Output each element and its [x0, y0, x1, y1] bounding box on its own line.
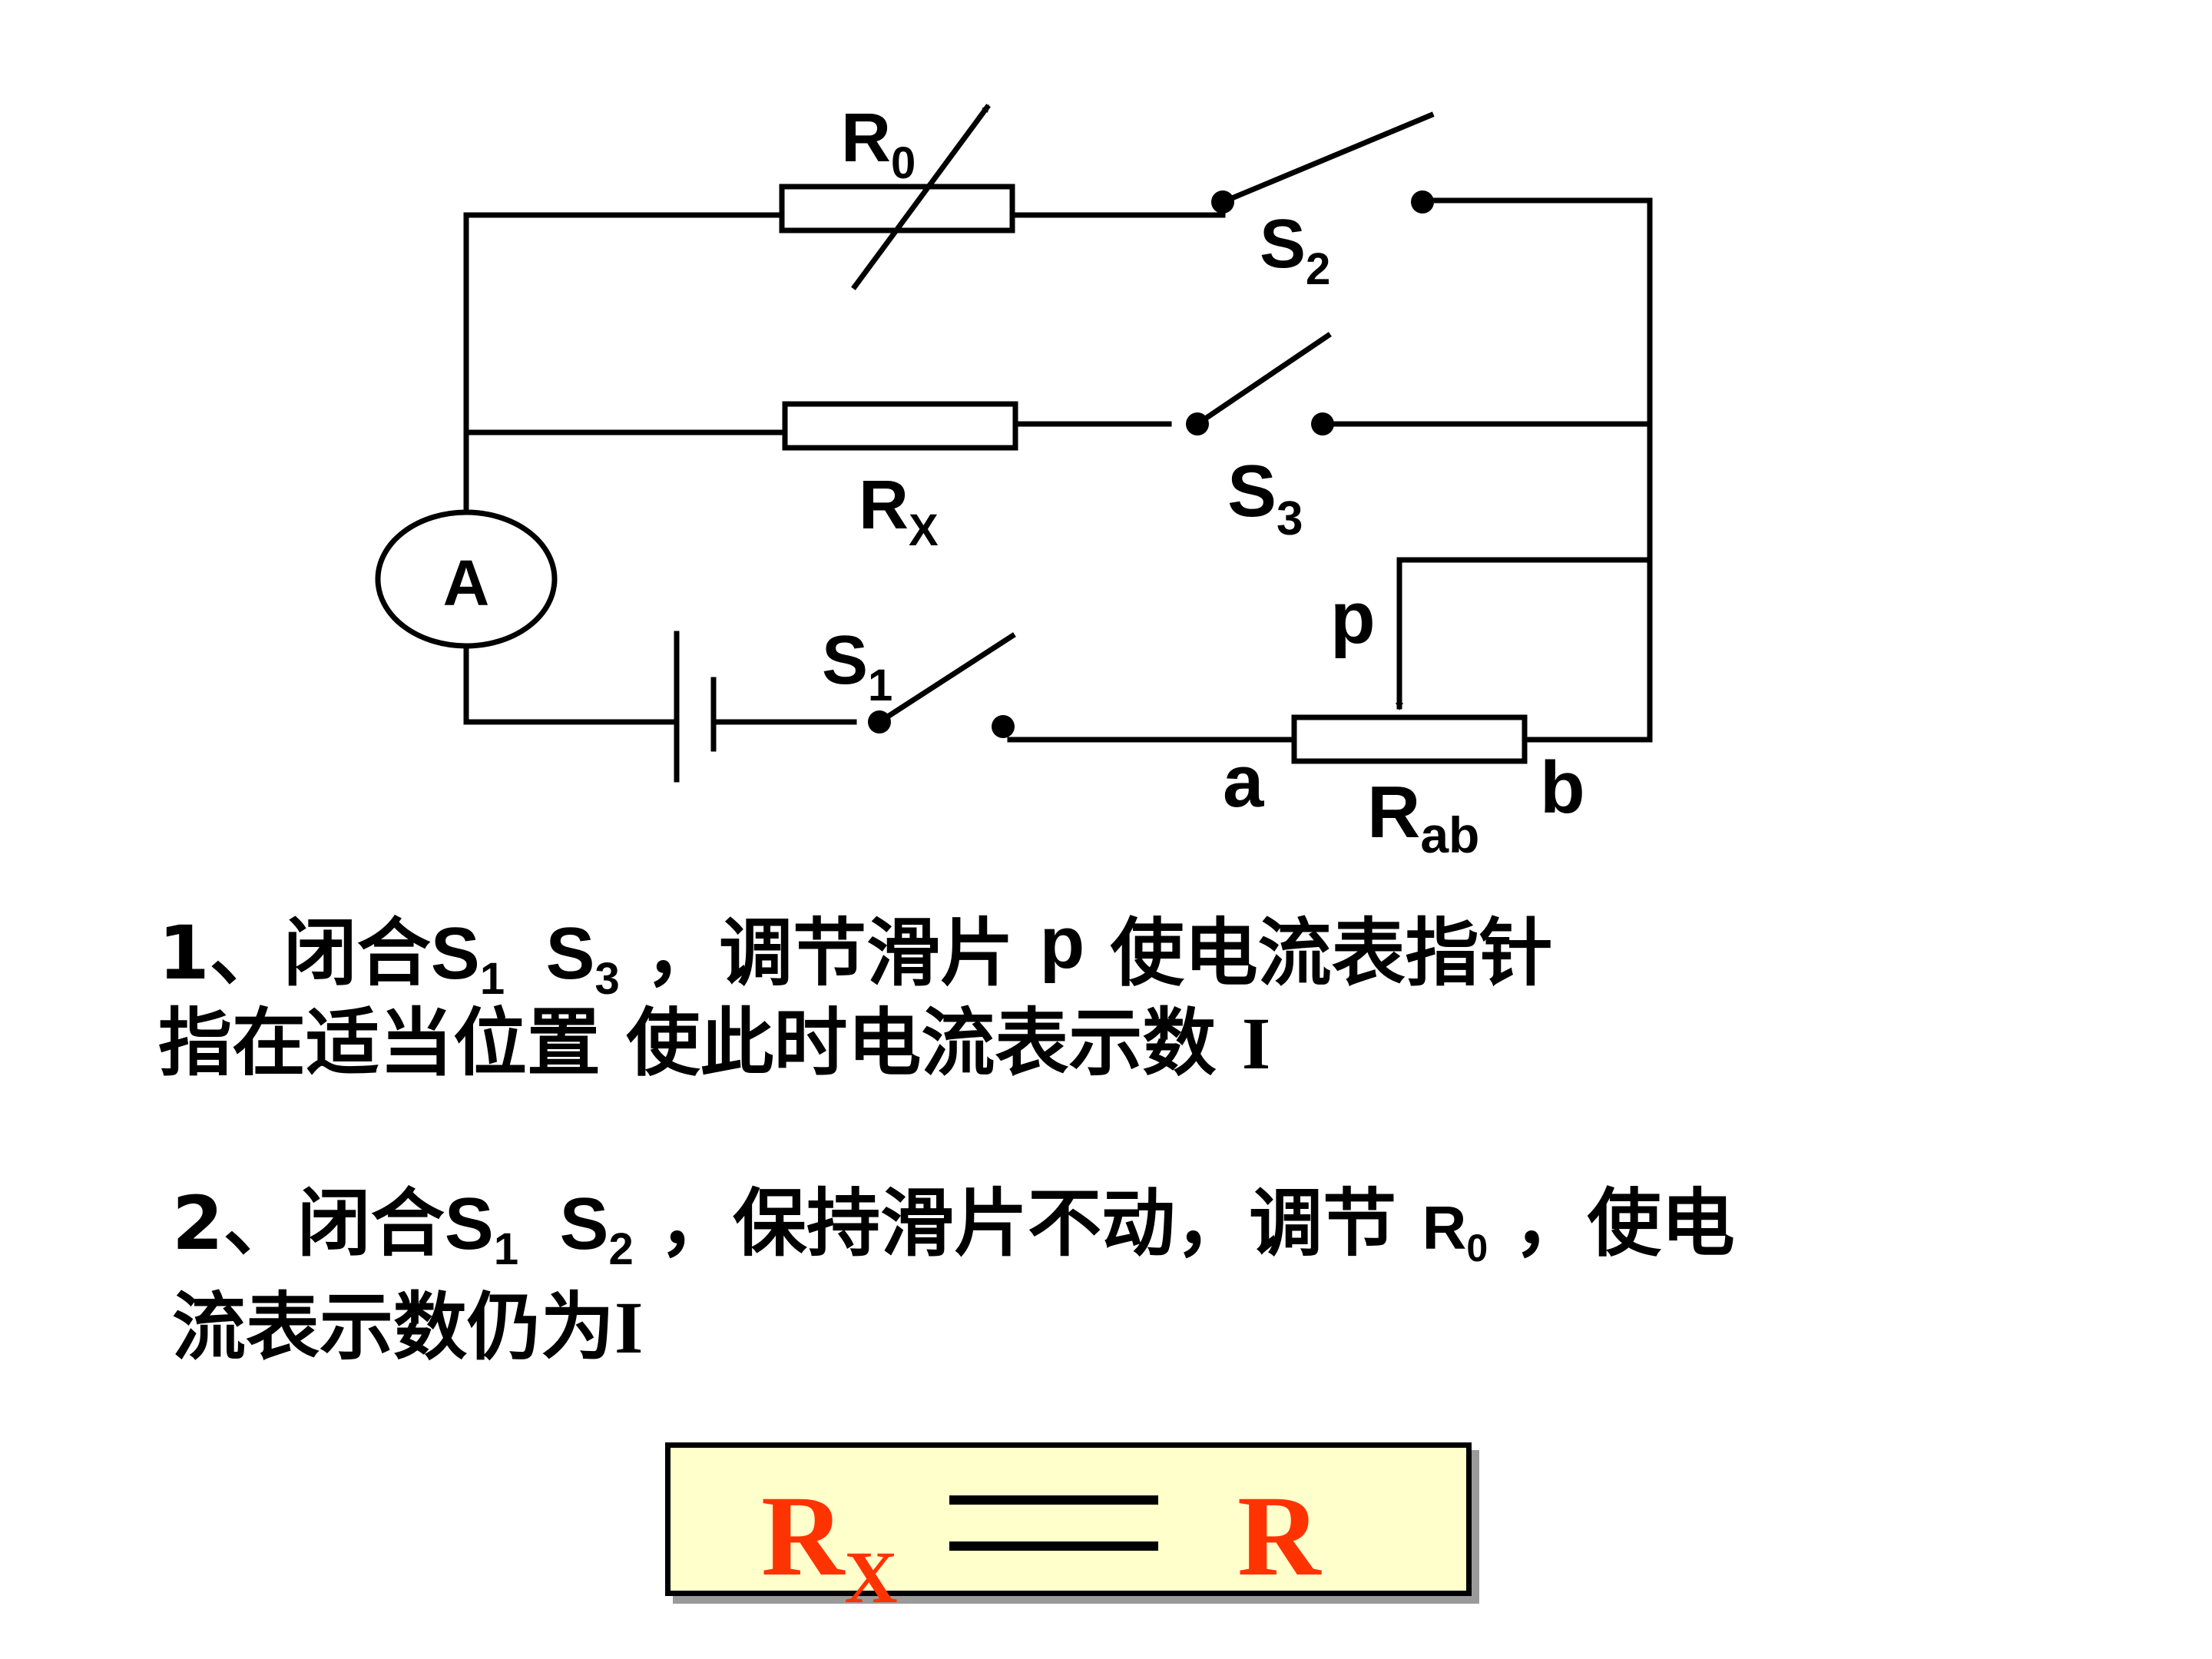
switch-s2-contact — [1411, 190, 1434, 214]
label-s3: S3 — [1227, 450, 1303, 545]
result-box: RX R — [665, 1442, 1472, 1614]
step1-line2: 指在适当位置 使此时电流表示数 I — [158, 1000, 1271, 1086]
resistor-r0 — [779, 184, 1015, 233]
switch-s3-contact — [1311, 412, 1334, 435]
label-b: b — [1540, 747, 1585, 829]
step2-line1: 2、闭合S1 S2 ，保持滑片不动，调节 R0 ，使电 — [172, 1181, 1735, 1274]
switch-s3-blade — [1194, 332, 1332, 428]
step1-line1: 1、闭合S1 S3 ，调节滑片 p 使电流表指针 — [158, 902, 1553, 1004]
r0-variable-arrow — [851, 104, 991, 290]
switch-s2-blade — [1219, 111, 1435, 206]
label-rx: RX — [859, 467, 939, 555]
switch-s1-blade — [876, 632, 1016, 726]
result-left: RX — [761, 1472, 898, 1618]
label-ammeter: A — [443, 547, 490, 619]
result-right: R — [1237, 1472, 1321, 1600]
resistor-rab — [1291, 714, 1528, 764]
switch-s2-pivot — [1211, 190, 1234, 214]
switch-s3-pivot — [1186, 412, 1209, 435]
ammeter-circle — [375, 509, 558, 649]
switch-s1-contact — [992, 715, 1015, 738]
label-s2: S2 — [1260, 206, 1330, 294]
label-a: a — [1223, 740, 1264, 823]
label-p: p — [1330, 577, 1376, 659]
switch-s1-pivot — [868, 710, 891, 733]
equals-bar-bottom — [949, 1541, 1158, 1551]
label-s1: S1 — [822, 622, 892, 710]
equals-bar-top — [949, 1495, 1158, 1505]
step2-line2: 流表示数仍为I — [172, 1284, 644, 1370]
resistor-rx — [782, 401, 1018, 451]
label-r0: R0 — [841, 100, 916, 188]
label-rab: Rab — [1367, 771, 1479, 863]
